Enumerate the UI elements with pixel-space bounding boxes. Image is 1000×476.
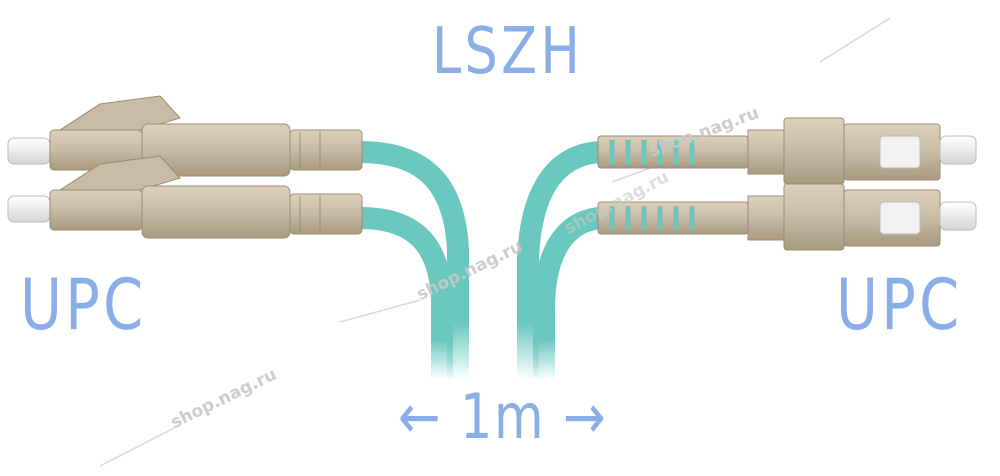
lc-connector-bottom [7, 155, 363, 239]
sc-connector-top [597, 117, 977, 185]
cable-type-label: LSZH [432, 15, 584, 89]
sc-connector-bottom [597, 183, 977, 251]
right-cables [517, 141, 611, 391]
right-polish-label: UPC [836, 264, 963, 346]
left-polish-label: UPC [20, 264, 147, 346]
lc-connector-top [7, 95, 363, 177]
left-cables [349, 141, 469, 391]
watermark-lines [99, 17, 891, 467]
length-label: ← 1m → [398, 380, 608, 453]
